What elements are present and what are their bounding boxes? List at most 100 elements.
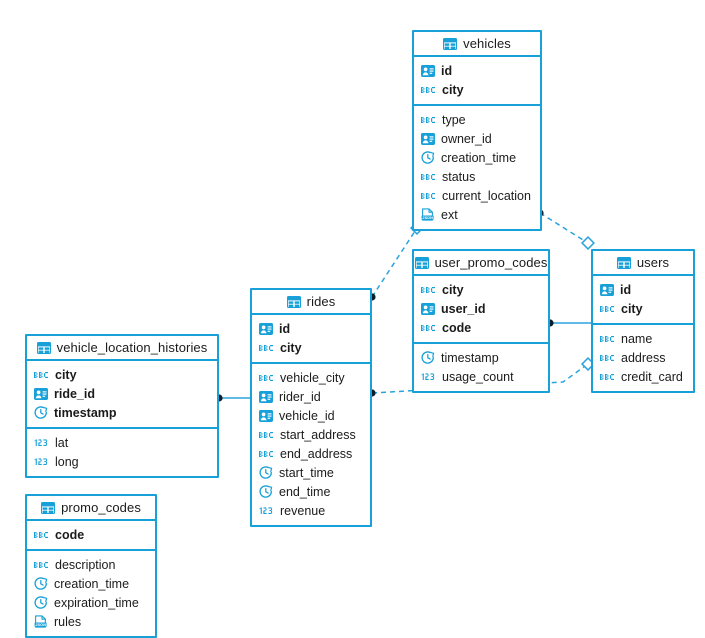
column-field-end_address[interactable]: end_address [252,444,370,463]
field-label: end_address [280,446,353,461]
column-field-type[interactable]: type [414,110,540,129]
primary-key-field-city[interactable]: city [27,365,217,384]
table-icon [443,37,458,50]
primary-key-field-timestamp[interactable]: timestamp [27,403,217,422]
primary-key-field-user_id[interactable]: user_id [414,299,548,318]
primary-key-field-city[interactable]: city [414,80,540,99]
primary-key-field-id[interactable]: id [593,280,693,299]
123-icon [259,506,274,516]
column-field-address[interactable]: address [593,348,693,367]
field-label: timestamp [441,350,499,365]
field-label: id [279,321,291,336]
column-field-start_time[interactable]: start_time [252,463,370,482]
entity-header-user_promo_codes[interactable]: user_promo_codes [414,251,548,276]
relationship-rel-user-promo-codes-users[interactable] [546,319,591,327]
entity-header-rides[interactable]: rides [252,290,370,315]
entity-table-users[interactable]: users id city name [591,249,695,393]
table-icon [286,295,301,308]
field-label: creation_time [54,576,130,591]
abc-icon [34,560,49,570]
field-label: city [621,301,643,316]
primary-key-group: id city [593,276,693,323]
column-field-start_address[interactable]: start_address [252,425,370,444]
key-id-icon [600,283,614,296]
column-field-expiration_time[interactable]: expiration_time [27,593,155,612]
primary-key-field-ride_id[interactable]: ride_id [27,384,217,403]
key-id-icon [421,132,435,145]
table-icon [36,341,51,354]
column-field-creation_time[interactable]: creation_time [27,574,155,593]
json-icon: JSON [34,615,48,628]
entity-table-vehicles[interactable]: vehicles id city type [412,30,542,231]
entity-header-vehicles[interactable]: vehicles [414,32,540,57]
field-label: city [280,340,302,355]
entity-table-user_promo_codes[interactable]: user_promo_codes city user_id co [412,249,550,393]
field-label: usage_count [442,369,514,384]
field-label: creation_time [441,150,517,165]
clock-icon [421,351,435,364]
field-label: rider_id [279,389,321,404]
field-label: name [621,331,653,346]
key-id-icon [34,387,48,400]
abc-icon [600,353,615,363]
column-group: timestamp usage_count [414,342,548,391]
field-label: ride_id [54,386,95,401]
clock-icon [34,596,48,609]
abc-icon [421,115,436,125]
column-field-vehicle_id[interactable]: vehicle_id [252,406,370,425]
field-label: credit_card [621,369,683,384]
primary-key-field-city[interactable]: city [593,299,693,318]
column-field-name[interactable]: name [593,329,693,348]
field-label: current_location [442,188,531,203]
column-field-creation_time[interactable]: creation_time [414,148,540,167]
primary-key-field-code[interactable]: code [414,318,548,337]
column-field-vehicle_city[interactable]: vehicle_city [252,368,370,387]
column-field-status[interactable]: status [414,167,540,186]
column-field-description[interactable]: description [27,555,155,574]
primary-key-field-id[interactable]: id [252,319,370,338]
entity-table-vehicle_location_histories[interactable]: vehicle_location_histories city ride_id … [25,334,219,478]
primary-key-field-city[interactable]: city [414,280,548,299]
column-field-current_location[interactable]: current_location [414,186,540,205]
entity-header-vehicle_location_histories[interactable]: vehicle_location_histories [27,336,217,361]
primary-key-group: id city [252,315,370,362]
column-group: description creation_time expiration_tim… [27,549,155,636]
column-field-usage_count[interactable]: usage_count [414,367,548,386]
column-field-owner_id[interactable]: owner_id [414,129,540,148]
column-field-credit_card[interactable]: credit_card [593,367,693,386]
relationship-line [539,212,589,244]
field-label: city [442,82,464,97]
json-icon: JSON [421,208,435,221]
column-field-lat[interactable]: lat [27,433,217,452]
entity-table-promo_codes[interactable]: promo_codes code description creation_ti… [25,494,157,638]
entity-title-label: users [636,255,670,270]
column-field-revenue[interactable]: revenue [252,501,370,520]
123-icon [34,457,49,467]
primary-key-field-code[interactable]: code [27,525,155,544]
field-label: city [55,367,77,382]
one-side-diamond-marker [580,235,596,251]
primary-key-field-city[interactable]: city [252,338,370,357]
entity-header-users[interactable]: users [593,251,693,276]
key-id-icon [421,64,435,77]
column-field-long[interactable]: long [27,452,217,471]
entity-table-rides[interactable]: rides id city vehicle_city [250,288,372,527]
entity-title-label: promo_codes [61,500,141,515]
relationship-rel-vehicle-location-histories-rides[interactable] [215,394,250,402]
column-field-rules[interactable]: JSON rules [27,612,155,631]
entity-header-promo_codes[interactable]: promo_codes [27,496,155,521]
key-id-icon [259,390,273,403]
relationship-rel-vehicles-users[interactable] [536,209,596,251]
123-icon [34,438,49,448]
abc-icon [421,323,436,333]
column-field-ext[interactable]: JSON ext [414,205,540,224]
field-label: user_id [441,301,486,316]
column-field-end_time[interactable]: end_time [252,482,370,501]
column-field-timestamp[interactable]: timestamp [414,348,548,367]
abc-icon [421,172,436,182]
table-icon [616,256,631,269]
primary-key-field-id[interactable]: id [414,61,540,80]
field-label: lat [55,435,69,450]
key-id-icon [421,302,435,315]
column-field-rider_id[interactable]: rider_id [252,387,370,406]
